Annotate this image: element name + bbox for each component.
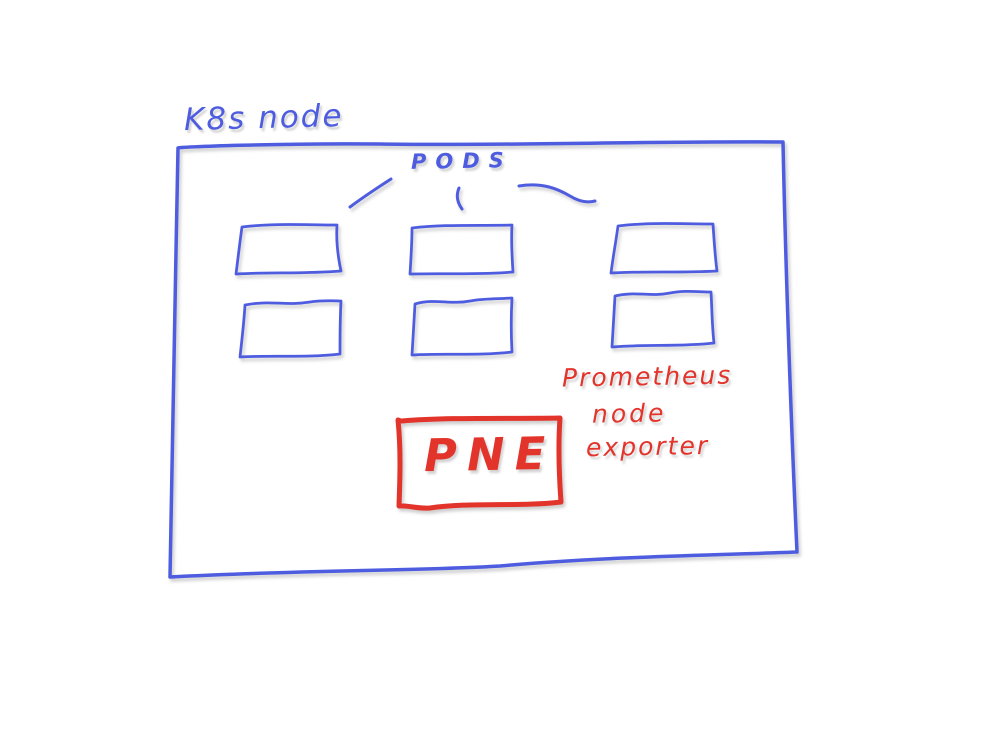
k8s-node-box <box>168 140 799 579</box>
pne-caption-line-prometheus: Prometheus <box>561 360 733 393</box>
pne-caption-line-node: node <box>591 398 667 429</box>
pod-rect <box>410 296 514 357</box>
pne-caption-line-exporter: exporter <box>585 430 710 463</box>
pods-connector-middle <box>455 186 464 211</box>
pods-label: PODS <box>410 148 514 174</box>
pod-rect <box>238 299 343 359</box>
pods-connector-left <box>348 177 393 209</box>
pne-box <box>395 415 564 511</box>
pod-rect <box>609 222 719 275</box>
pod-rect <box>234 223 343 276</box>
pne-box-label: PNE <box>423 426 556 483</box>
pod-rect <box>408 223 515 276</box>
pod-rect <box>610 289 716 349</box>
k8s-node-title: K8s node <box>183 97 344 139</box>
pods-connector-right <box>517 183 597 204</box>
